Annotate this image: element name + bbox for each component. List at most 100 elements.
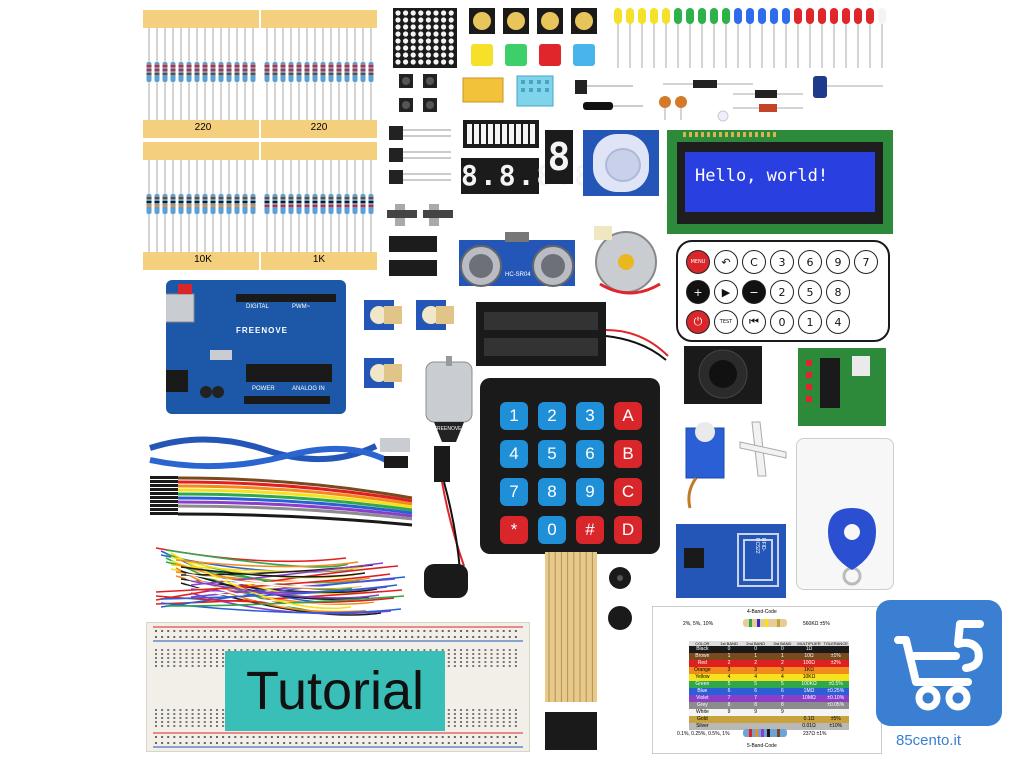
keypad-key[interactable]: D: [614, 516, 642, 544]
transistors: [385, 124, 455, 284]
chart-row-cell: 7: [715, 695, 743, 702]
remote-key[interactable]: C: [742, 250, 766, 274]
chart-header-cell: 3rd BAND: [773, 641, 792, 646]
led-row: [612, 4, 894, 70]
servo-motor: [676, 412, 796, 512]
chart-row-cell: ±2%: [822, 660, 850, 667]
resistor-strips-svg: [143, 10, 377, 270]
keypad-key[interactable]: 1: [500, 402, 528, 430]
chart-row-cell: 10KΩ: [795, 674, 823, 681]
dc-motor: FREENOVE: [420, 356, 478, 448]
chart-row-cell: 2: [715, 660, 743, 667]
breadboard: Tutorial: [146, 622, 530, 752]
remote-key[interactable]: 4: [826, 310, 850, 334]
seven-seg-4digit: 8.8.8.8: [461, 158, 591, 194]
led-row-svg: [614, 8, 886, 68]
remote-key[interactable]: +: [686, 280, 710, 304]
rfid-reader-label: RFID-RC522: [754, 538, 766, 554]
remote-key[interactable]: 1: [798, 310, 822, 334]
keypad-key[interactable]: 9: [576, 478, 604, 506]
keypad-key[interactable]: 5: [538, 440, 566, 468]
motor-label: FREENOVE: [434, 426, 462, 432]
keypad-key[interactable]: 2: [538, 402, 566, 430]
chart-row-cell: [795, 702, 823, 709]
chart-row-cell: [822, 646, 850, 653]
resistor-label-1k: 1K: [312, 254, 326, 265]
chart-row-color-name: Red: [689, 660, 716, 667]
buzzers-svg: [608, 567, 632, 630]
chart-row-cell: 0: [769, 646, 796, 653]
chart-bottom-header: 5-Band-Code: [747, 743, 777, 749]
chart-row-cell: 100Ω: [795, 660, 823, 667]
led-dot-matrix: [393, 8, 457, 68]
keypad-key[interactable]: 8: [538, 478, 566, 506]
chart-row-cell: 1KΩ: [795, 667, 823, 674]
chart-row-cell: 10Ω: [795, 653, 823, 660]
keypad-key[interactable]: 3: [576, 402, 604, 430]
keypad-key[interactable]: #: [576, 516, 604, 544]
chart-row-color-name: Blue: [689, 688, 716, 695]
remote-key[interactable]: 2: [770, 280, 794, 304]
keypad-key[interactable]: B: [614, 440, 642, 468]
servo-svg: [685, 421, 787, 509]
remote-key[interactable]: 6: [798, 250, 822, 274]
chart-row-cell: ±0.05%: [822, 702, 850, 709]
chart-row-cell: 3: [769, 667, 796, 674]
remote-key[interactable]: 0: [770, 310, 794, 334]
remote-key[interactable]: ⏻: [686, 310, 710, 334]
remote-key[interactable]: ▶: [714, 280, 738, 304]
chart-row-cell: 1: [715, 653, 743, 660]
chart-row-cell: [822, 709, 850, 716]
keypad-key[interactable]: 4: [500, 440, 528, 468]
joystick-svg: [684, 346, 762, 404]
jumper-loose-svg: [155, 547, 406, 616]
chart-row-cell: 5: [769, 681, 796, 688]
remote-key[interactable]: −: [742, 280, 766, 304]
keypad-key[interactable]: 0: [538, 516, 566, 544]
chart-row-cell: 8: [742, 702, 770, 709]
chart-row-color-name: Gold: [689, 716, 716, 723]
lcd-text: Hello, world!: [695, 166, 829, 186]
keypad-key[interactable]: *: [500, 516, 528, 544]
remote-key[interactable]: ⏮: [742, 310, 766, 334]
stepper-svg: [594, 226, 661, 295]
ultrasonic-sensor: HC-SR04: [453, 232, 581, 290]
chart-row-cell: [822, 667, 850, 674]
keypad-key[interactable]: 7: [500, 478, 528, 506]
remote-key[interactable]: 8: [826, 280, 850, 304]
keypad-key[interactable]: C: [614, 478, 642, 506]
chart-row-color-name: Brown: [689, 653, 716, 660]
tutorial-text: Tutorial: [245, 661, 425, 721]
pir-lens: [605, 148, 641, 182]
rfid-reader-svg: [684, 533, 779, 587]
remote-key[interactable]: ↶: [714, 250, 738, 274]
remote-key[interactable]: TEST: [714, 310, 738, 334]
seven-seg-1digit-text: 8: [547, 135, 571, 179]
chart-row-cell: [769, 723, 796, 730]
remote-key[interactable]: 5: [798, 280, 822, 304]
resistor-label-10k: 10K: [194, 254, 212, 265]
chart-row-cell: 3: [715, 667, 743, 674]
chart-row-color-name: Grey: [689, 702, 716, 709]
chart-row-cell: 5: [742, 681, 770, 688]
remote-key[interactable]: 9: [826, 250, 850, 274]
buzzers: [600, 566, 644, 632]
cart-logo-icon: [894, 620, 984, 711]
arduino-digital-label: DIGITAL: [246, 304, 269, 310]
rfid-reader: RFID-RC522: [676, 524, 786, 598]
resistor-strips: 220 220 10K 1K: [143, 10, 379, 272]
chart-row-cell: ±0.10%: [822, 695, 850, 702]
remote-key[interactable]: 3: [770, 250, 794, 274]
keypad-key[interactable]: 6: [576, 440, 604, 468]
remote-key[interactable]: 7: [854, 250, 878, 274]
remote-key[interactable]: MENU: [686, 250, 710, 274]
usb-cable-svg: [149, 436, 410, 470]
keypad-key[interactable]: A: [614, 402, 642, 430]
keypad-connector: [545, 712, 597, 750]
